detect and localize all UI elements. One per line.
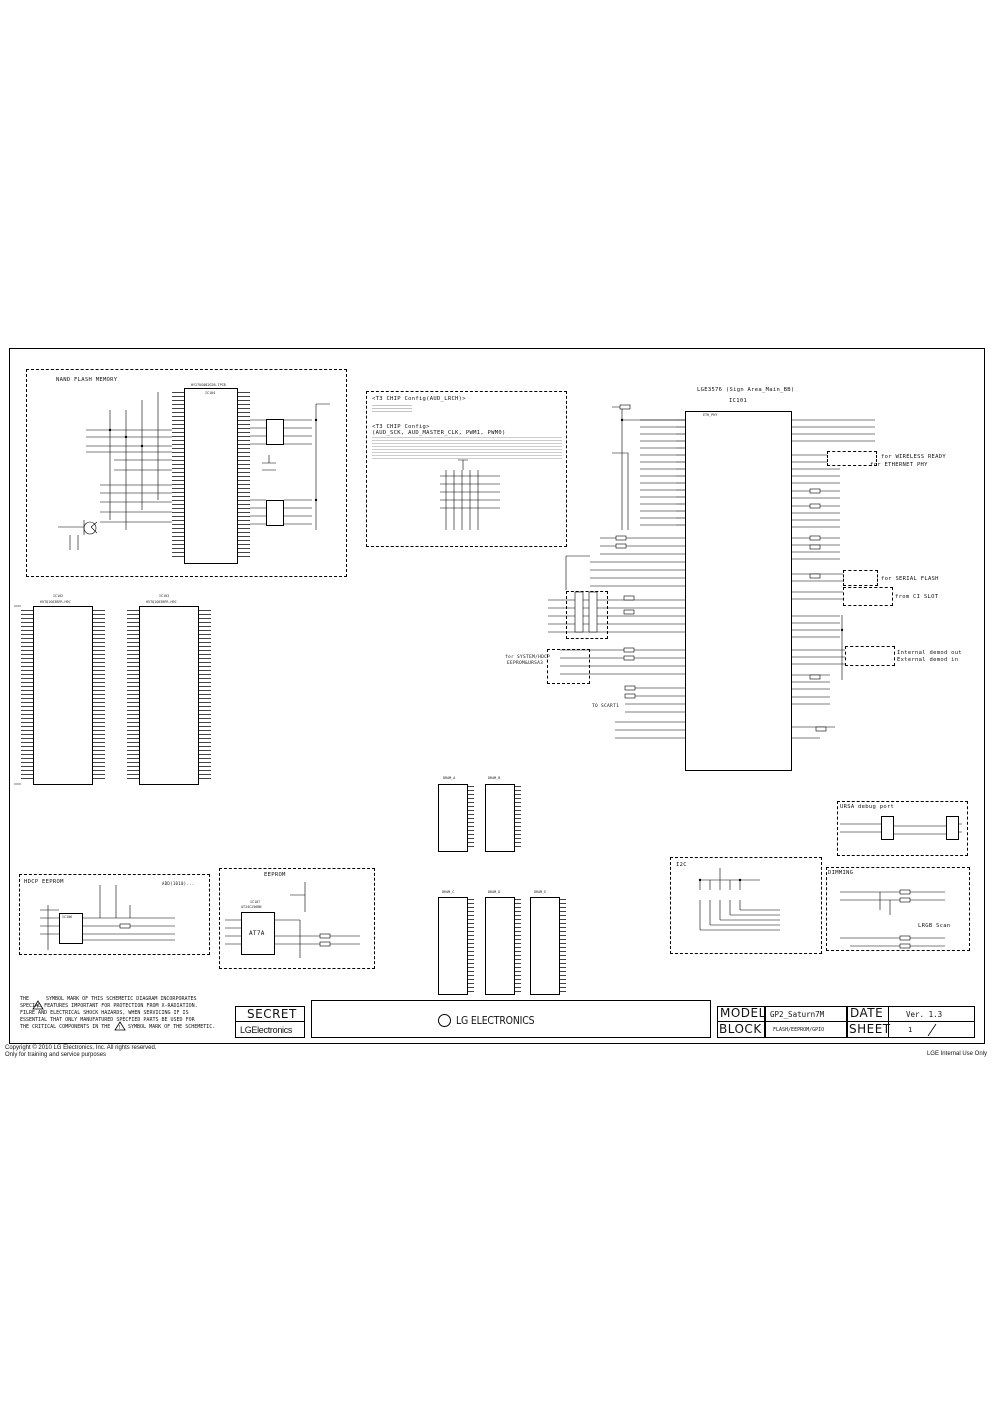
ethernet-phy-label: for ETHERNET PHY xyxy=(870,462,928,468)
resistor-array-ar101 xyxy=(266,419,284,445)
main-ic-title: LGE3576 (Sign Area_Main_BB) xyxy=(697,387,795,393)
model-value: GP2_Saturn7M xyxy=(770,1010,825,1019)
mem-chip-e xyxy=(530,897,560,995)
mem-chip-c xyxy=(438,897,468,995)
serial-flash-box xyxy=(843,570,878,586)
nand-chip-part: HY27UG082G2B-TPCB xyxy=(191,383,226,387)
t3-config-notes xyxy=(372,405,412,413)
ddr-chip-a xyxy=(33,606,93,785)
ursa-debug-block xyxy=(837,801,968,856)
warning-line4: ESSENTIAL THAT ONLY MANUFATURED SPECFIED… xyxy=(20,1017,195,1023)
system-eeprom-box xyxy=(547,649,590,684)
eeprom-block xyxy=(219,868,375,969)
block-value: FLASH/EEPROM/GPIO xyxy=(773,1027,825,1033)
secret-divider xyxy=(235,1006,305,1022)
spi-box xyxy=(566,591,608,639)
mem-a-label: DRAM_A xyxy=(443,776,456,780)
external-demod-label: External demod in xyxy=(897,657,959,663)
hdcp-eeprom-note: ADD(1010)... xyxy=(162,881,195,886)
internal-use-text: LGE Internal Use Only xyxy=(926,1051,987,1057)
eeprom-ic-part: AT24C256BN xyxy=(241,905,262,909)
system-eeprom-label-2: EEPROM&URSA3 xyxy=(507,661,544,666)
lg-small-label: LGElectronics xyxy=(240,1025,293,1035)
warning-line2: SPECIAL FEATURES IMPORTANT FOR PROTECTIO… xyxy=(20,1003,198,1009)
wireless-ready-label: for WIRELESS READY xyxy=(881,454,947,460)
hdcp-eeprom-block xyxy=(19,874,210,955)
eeprom-ic-label: AT7A xyxy=(249,930,265,937)
version-label: Ver. 1.3 xyxy=(906,1010,943,1019)
lg-logo-circle xyxy=(438,1014,451,1027)
mem-chip-b xyxy=(485,784,515,852)
system-eeprom-label-1: for SYSTEM/HDCP xyxy=(505,655,551,660)
to-scart1-label: TO SCART1 xyxy=(592,704,620,709)
serial-flash-label: for SERIAL FLASH xyxy=(881,576,939,582)
mem-e-label: DRAM_E xyxy=(534,890,547,894)
t3-config-notes-2 xyxy=(372,437,562,459)
nand-chip-ref: IC104 xyxy=(205,391,216,395)
mem-c-label: DRAM_C xyxy=(442,890,455,894)
date-label: DATE xyxy=(850,1006,884,1020)
resistor-array-ar102 xyxy=(266,500,284,526)
eeprom-chip xyxy=(241,912,275,955)
ddr-b-ref: IC103 xyxy=(159,594,170,598)
nand-flash-block xyxy=(26,369,347,577)
hdcp-eeprom-chip xyxy=(59,913,83,944)
ursa-debug-title: URSA debug port xyxy=(840,804,895,810)
ddr-a-ref: IC102 xyxy=(53,594,64,598)
lrgb-scan-label: LRGB Scan xyxy=(918,923,951,929)
ci-slot-label: from CI SLOT xyxy=(895,594,939,600)
nand-flash-chip xyxy=(184,388,238,564)
main-ic-header: ETH_PHY xyxy=(703,413,718,417)
lg-logo-text: LG ELECTRONICS xyxy=(456,1014,535,1027)
ddr-b-part: H5TQ1G63BFR-H9C xyxy=(146,600,177,604)
mem-b-label: DRAM_B xyxy=(488,776,501,780)
hdcp-ic-ref: IC106 xyxy=(62,915,73,919)
mem-chip-d xyxy=(485,897,515,995)
t3-config-block xyxy=(366,391,567,547)
sheet-label: SHEET xyxy=(849,1022,891,1036)
wireless-ready-box xyxy=(827,451,877,466)
t3-config-title: <T3 CHIP Config(AUD_LRCH)> xyxy=(372,396,466,402)
warning-line3: FILRE AND ELECTRICAL SHOCK HAZARDS, WHEN… xyxy=(20,1010,189,1016)
logo-box xyxy=(311,1000,711,1038)
warning-line1a: THE xyxy=(20,996,30,1002)
sheet-slash xyxy=(927,1023,937,1037)
model-label: MODEL xyxy=(720,1006,766,1020)
block-label: BLOCK xyxy=(719,1022,762,1036)
ddr-chip-b xyxy=(139,606,199,785)
ddr-a-part: H5TQ1G63BFR-H9C xyxy=(40,600,71,604)
ursa-connector-1 xyxy=(881,816,894,840)
t3-config-title-3: (AUD_SCK, AUD_MASTER_CLK, PWM1, PWM0) xyxy=(372,430,506,436)
mem-chip-a xyxy=(438,784,468,852)
main-ic xyxy=(685,411,792,771)
svg-text:!: ! xyxy=(37,1004,39,1010)
demod-box xyxy=(845,646,895,666)
mem-d-label: DRAM_D xyxy=(488,890,501,894)
svg-text:!: ! xyxy=(119,1025,121,1031)
warning-line1b: SYMBOL MARK OF THIS SCHEMETIC DIAGRAM IN… xyxy=(46,996,197,1002)
i2c-block xyxy=(670,857,822,954)
secret-label: SECRET xyxy=(247,1007,297,1021)
main-ic-ref: IC101 xyxy=(729,398,748,404)
schematic-frame xyxy=(9,348,985,1044)
eeprom-title: EEPROM xyxy=(264,872,286,878)
nand-flash-title: NAND FLASH MEMORY xyxy=(56,377,118,383)
eeprom-ic-ref: IC107 xyxy=(250,900,261,904)
sheet-value: 1 xyxy=(908,1026,913,1034)
ursa-connector-2 xyxy=(946,816,959,840)
warning-line5a: THE CRITICAL COMPONENTS IN THE xyxy=(20,1024,111,1030)
i2c-title: I2C xyxy=(676,862,687,868)
copyright-text: Copyright © 2010 LG Electronics. Inc. Al… xyxy=(5,1045,157,1051)
internal-demod-label: Internal demod out xyxy=(897,650,963,656)
training-text: Only for training and service purposes xyxy=(5,1052,107,1058)
t3-config-title-2: <T3 CHIP Config> xyxy=(372,424,430,430)
dimming-title: DIMMING xyxy=(828,870,854,876)
ci-slot-box xyxy=(843,587,893,606)
dimming-block xyxy=(826,867,970,951)
warning-line5b: SYMBOL MARK OF THE SCHEMETIC. xyxy=(128,1024,216,1030)
hdcp-eeprom-title: HDCP EEPROM xyxy=(24,879,64,885)
